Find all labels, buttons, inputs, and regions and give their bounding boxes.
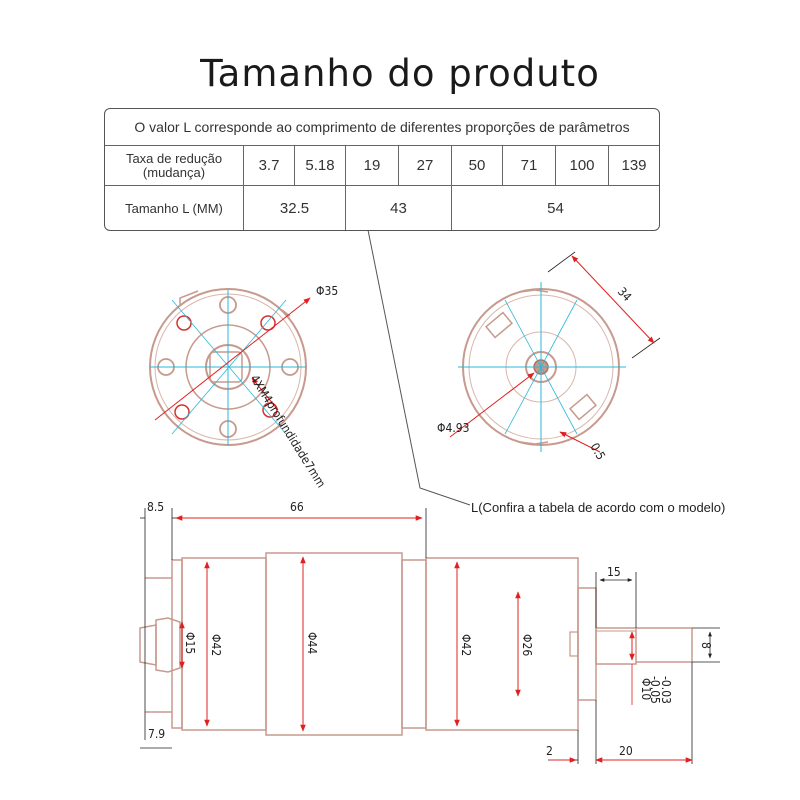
- ratio-row: Taxa de redução (mudança) 3.7 5.18 19 27…: [105, 146, 659, 186]
- ratio-label: Taxa de redução (mudança): [105, 146, 244, 186]
- dim-d26: Φ26: [520, 634, 534, 656]
- dim-20: 20: [619, 744, 633, 758]
- dim-d42-left: Φ42: [209, 634, 223, 656]
- rear-shaft-label: Φ4.93: [437, 421, 470, 435]
- size-row: Tamanho L (MM) 32.5 43 54: [105, 186, 659, 230]
- front-hole-note: 4XM4profundidade7mm: [247, 372, 328, 490]
- rear-view: [449, 251, 661, 453]
- dim-d44: Φ44: [305, 632, 319, 654]
- ratio-cell: 100: [556, 146, 609, 186]
- ratio-cell: 50: [452, 146, 503, 186]
- dim-d15: Φ15: [183, 632, 197, 654]
- ratio-cell: 5.18: [295, 146, 346, 186]
- dim-shaft-len: 15: [607, 565, 621, 579]
- size-cell: 32.5: [244, 186, 346, 230]
- dim-tolerance-upper: -0.03: [659, 676, 673, 704]
- ratio-cell: 19: [346, 146, 399, 186]
- dim-shaft-width: 8: [699, 642, 713, 649]
- table-header: O valor L corresponde ao comprimento de …: [105, 109, 659, 146]
- dim-d42-right: Φ42: [459, 634, 473, 656]
- side-view: [139, 508, 720, 764]
- dim-body: 66: [290, 500, 304, 514]
- size-cell: 54: [547, 199, 564, 217]
- spec-table: O valor L corresponde ao comprimento de …: [104, 108, 660, 231]
- ratio-cell: 71: [503, 146, 556, 186]
- size-label: Tamanho L (MM): [105, 186, 244, 230]
- leader-line: [367, 229, 471, 506]
- l-note: L(Confira a tabela de acordo com o model…: [471, 500, 725, 515]
- ratio-label-line2: (mudança): [142, 164, 206, 180]
- rear-gap-label: 0.5: [587, 441, 608, 463]
- dim-shaft-diameter: Φ10: [639, 678, 653, 700]
- rear-width-label: 34: [615, 284, 635, 304]
- page-title: Tamanho do produto: [200, 52, 600, 95]
- dim-left: 8.5: [147, 500, 164, 514]
- dim-bottom-left: 7.9: [148, 727, 165, 741]
- dim-2: 2: [546, 744, 553, 758]
- front-diameter-label: Φ35: [316, 284, 338, 298]
- front-view: [149, 288, 311, 446]
- ratio-cell: 3.7: [244, 146, 295, 186]
- ratio-cell: 139: [609, 146, 659, 186]
- ratio-label-line1: Taxa de redução: [125, 150, 223, 166]
- size-cell: 43: [346, 186, 452, 230]
- ratio-cell: 27: [399, 146, 452, 186]
- dim-tolerance-lower: -0.05: [648, 676, 662, 704]
